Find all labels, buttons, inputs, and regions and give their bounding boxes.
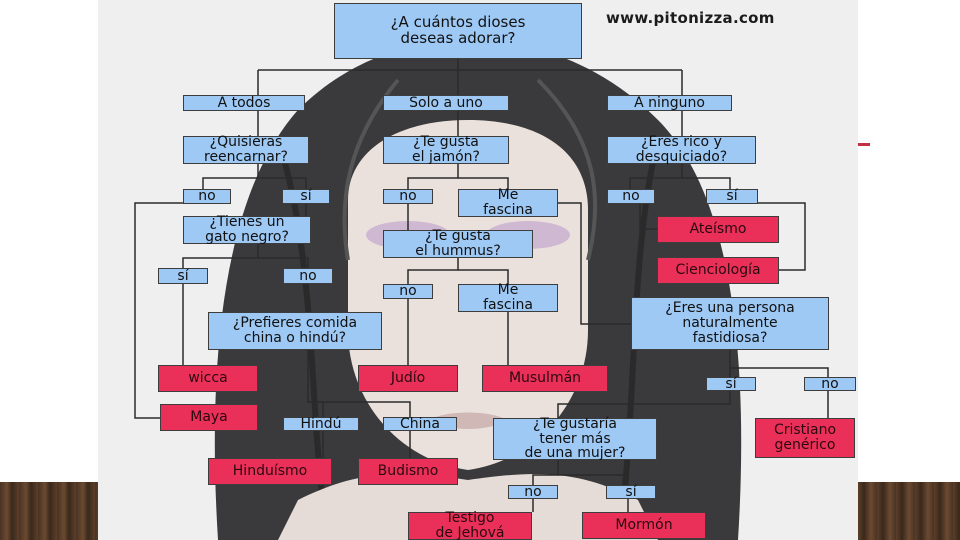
answer-no-mujer: no <box>508 484 558 499</box>
result-hinduismo: Hinduísmo <box>208 458 332 485</box>
question-jamon: ¿Te gusta el jamón? <box>383 135 509 164</box>
question-comida: ¿Prefieres comida china o hindú? <box>208 312 382 350</box>
question-rico: ¿Eres rico y desquiciado? <box>607 135 756 164</box>
answer-no-reencarnar: no <box>183 189 231 204</box>
watermark-url: www.pitonizza.com <box>606 9 775 27</box>
question-dioses: ¿A cuántos dioses deseas adorar? <box>334 3 582 59</box>
answer-china: China <box>383 416 457 431</box>
flow-connectors <box>134 58 829 512</box>
answer-solo-a-uno: Solo a uno <box>383 95 509 111</box>
answer-me-fascina-hummus: Me fascina <box>458 283 558 312</box>
question-fastidiosa: ¿Eres una persona naturalmente fastidios… <box>631 297 829 350</box>
question-mas-de-una-mujer: ¿Te gustaría tener más de una mujer? <box>493 417 657 461</box>
result-ateismo: Ateísmo <box>657 216 779 243</box>
result-testigo-de-jehova: Testigo de Jehová <box>408 511 532 540</box>
question-hummus: ¿Te gusta el hummus? <box>383 229 533 258</box>
result-wicca: wicca <box>158 365 258 392</box>
result-cienciologia: Cienciología <box>657 257 779 284</box>
result-mormon: Mormón <box>582 512 706 539</box>
result-musulman: Musulmán <box>482 365 608 392</box>
answer-me-fascina-jamon: Me fascina <box>458 188 558 217</box>
answer-no-gato: no <box>283 268 333 284</box>
answer-si-reencarnar: sí <box>282 189 330 204</box>
question-reencarnar: ¿Quisieras reencarnar? <box>183 135 309 164</box>
wood-texture-right <box>858 482 960 540</box>
result-judio: Judío <box>358 365 458 392</box>
answer-a-todos: A todos <box>183 95 305 111</box>
answer-hindu: Hindú <box>283 416 359 431</box>
answer-si-rico: sí <box>706 189 758 204</box>
answer-si-gato: sí <box>158 268 208 284</box>
accent-line <box>858 143 870 146</box>
answer-no-jamon: no <box>383 189 433 204</box>
question-gato-negro: ¿Tienes un gato negro? <box>183 215 311 244</box>
answer-a-ninguno: A ninguno <box>607 95 732 111</box>
answer-no-fastidiosa: no <box>804 376 856 391</box>
answer-si-fastidiosa: sí <box>706 376 756 391</box>
result-cristiano-generico: Cristiano genérico <box>755 418 855 458</box>
result-maya: Maya <box>160 404 258 431</box>
answer-no-rico: no <box>607 189 655 204</box>
wood-texture-left <box>0 482 98 540</box>
answer-no-hummus: no <box>383 284 433 299</box>
answer-si-mujer: sí <box>606 484 656 499</box>
flowchart-image: www.pitonizza.com ¿A cuántos dioses dese… <box>98 0 858 540</box>
result-budismo: Budismo <box>358 458 458 485</box>
